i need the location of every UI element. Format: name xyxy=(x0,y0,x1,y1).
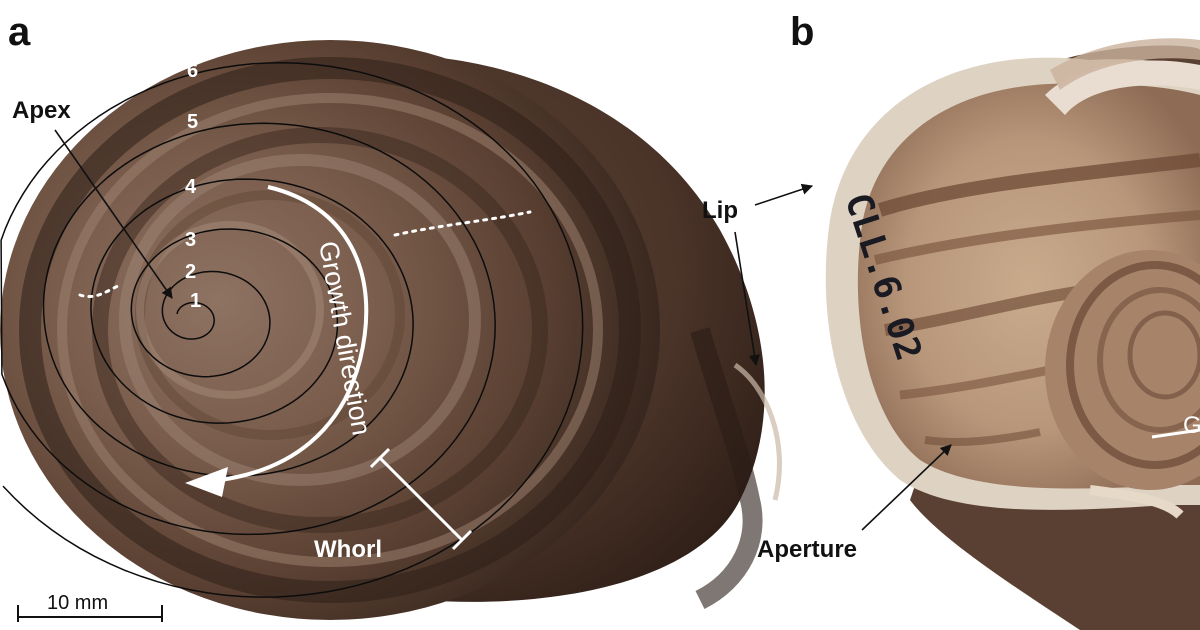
scale-bar-label: 10 mm xyxy=(47,592,108,614)
whorl-number-4: 4 xyxy=(185,176,197,198)
cut-off-guide-line xyxy=(1151,428,1200,439)
lip-arrow-panel-b xyxy=(754,183,814,206)
apex-arrow xyxy=(54,129,173,299)
panel-letter-b: b xyxy=(790,10,814,54)
cut-off-label: G xyxy=(1183,412,1200,439)
whorl-number-5: 5 xyxy=(187,111,198,133)
growth-direction-arrow xyxy=(185,185,369,497)
whorl-spiral xyxy=(0,62,584,598)
whorl-number-1: 1 xyxy=(190,290,201,312)
panel-a: a 1 2 3 4 5 6 xyxy=(0,10,782,622)
lip-label: Lip xyxy=(702,197,738,224)
suture-dotted-line xyxy=(78,210,532,299)
aperture-label: Aperture xyxy=(757,536,857,563)
whorl-number-3: 3 xyxy=(185,229,196,251)
scale-bar xyxy=(17,605,163,622)
panel-b: b CLL.6.02 xyxy=(702,10,1200,630)
lip-arrow-panel-a xyxy=(734,231,760,367)
shell-photo-aperture-view xyxy=(825,38,1200,630)
whorl-label: Whorl xyxy=(314,536,382,563)
shell-photo-top-view xyxy=(0,40,782,620)
panel-letter-a: a xyxy=(8,10,31,54)
whorl-number-2: 2 xyxy=(185,261,196,283)
whorl-number-6: 6 xyxy=(187,60,198,82)
aperture-arrow xyxy=(861,444,952,531)
whorl-measure-bar xyxy=(369,447,473,551)
apex-label: Apex xyxy=(12,97,71,124)
